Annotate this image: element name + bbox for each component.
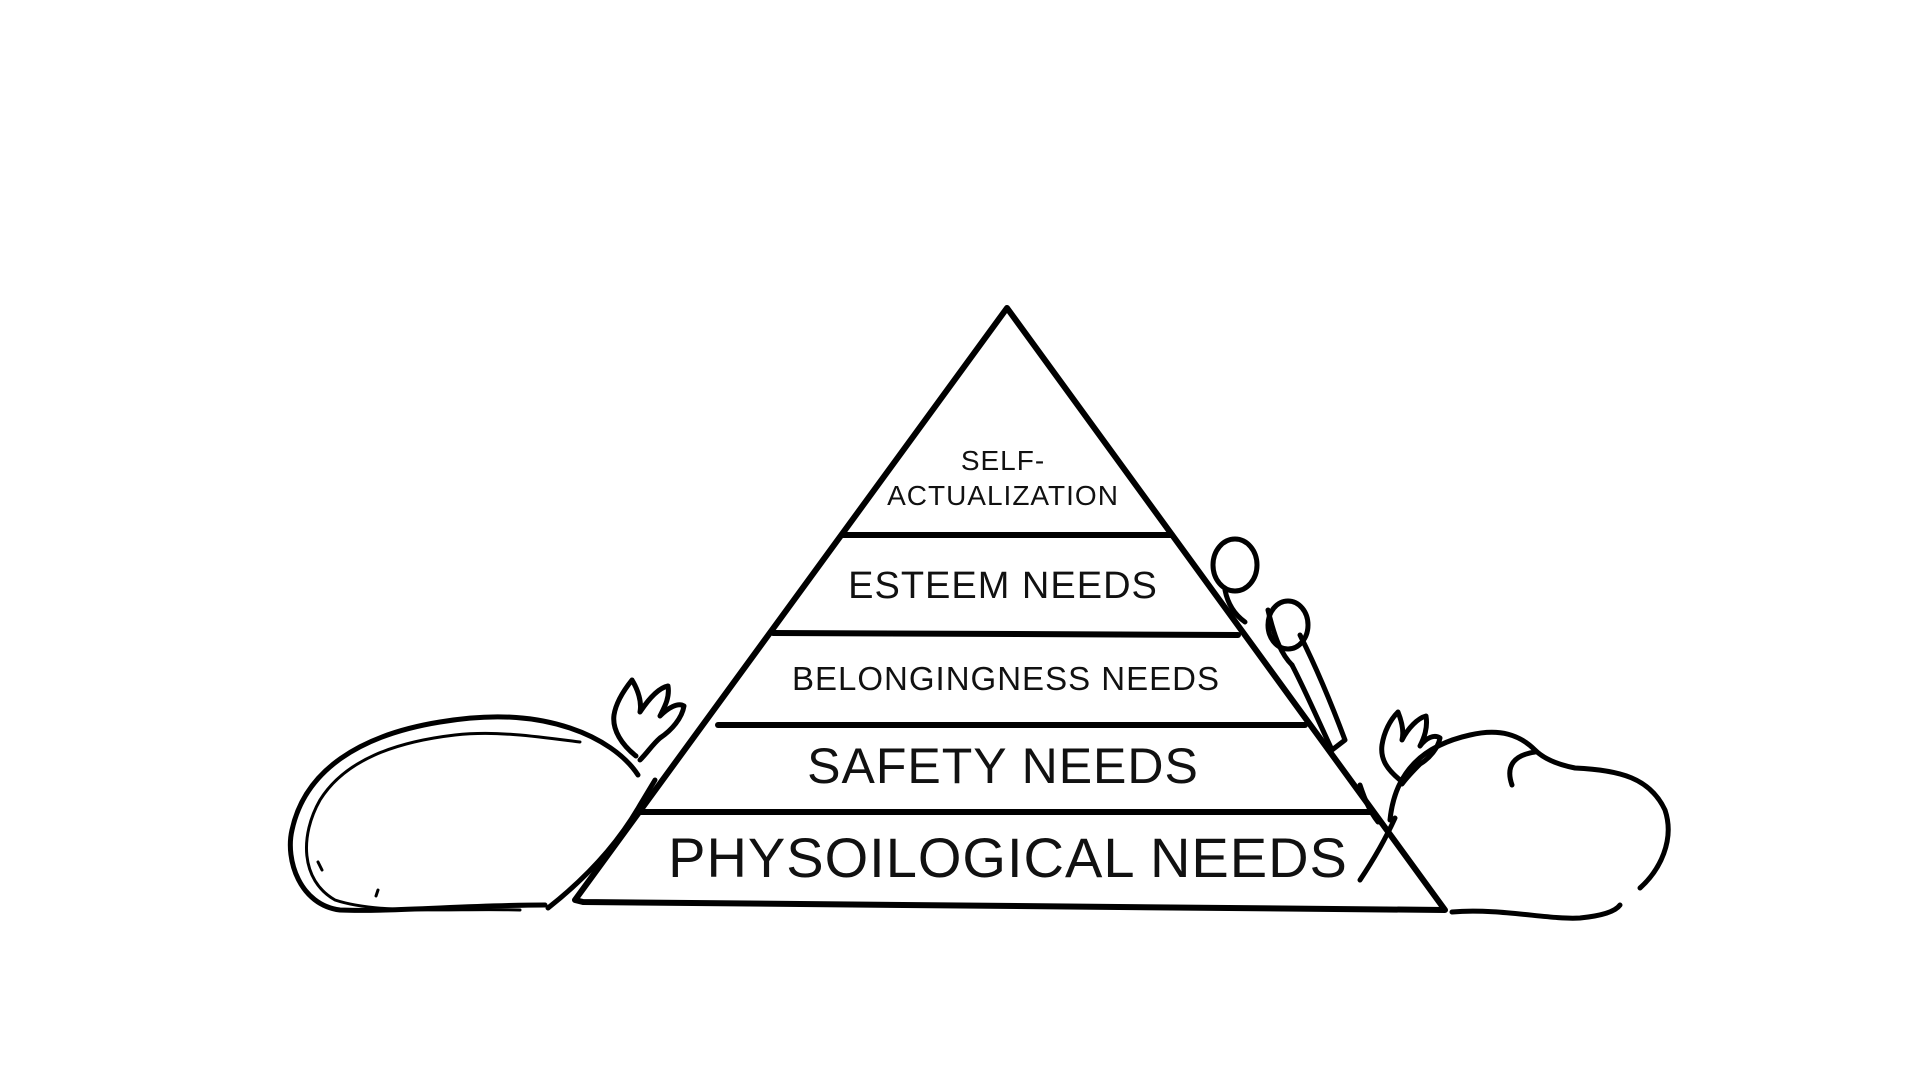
level-label-self-actualization-2: ACTUALIZATION [887,480,1119,511]
level-label-self-actualization-1: SELF- [961,445,1045,476]
level-label-belongingness: BELONGINGNESS NEEDS [792,660,1220,697]
level-label-physiological: PHYSOILOGICAL NEEDS [668,826,1348,889]
pyramid-outline [572,305,1448,913]
level-label-esteem: ESTEEM NEEDS [848,565,1158,607]
level-label-safety: SAFETY NEEDS [807,738,1199,794]
divider-2 [770,630,1241,638]
left-figure-sketch [287,677,687,913]
